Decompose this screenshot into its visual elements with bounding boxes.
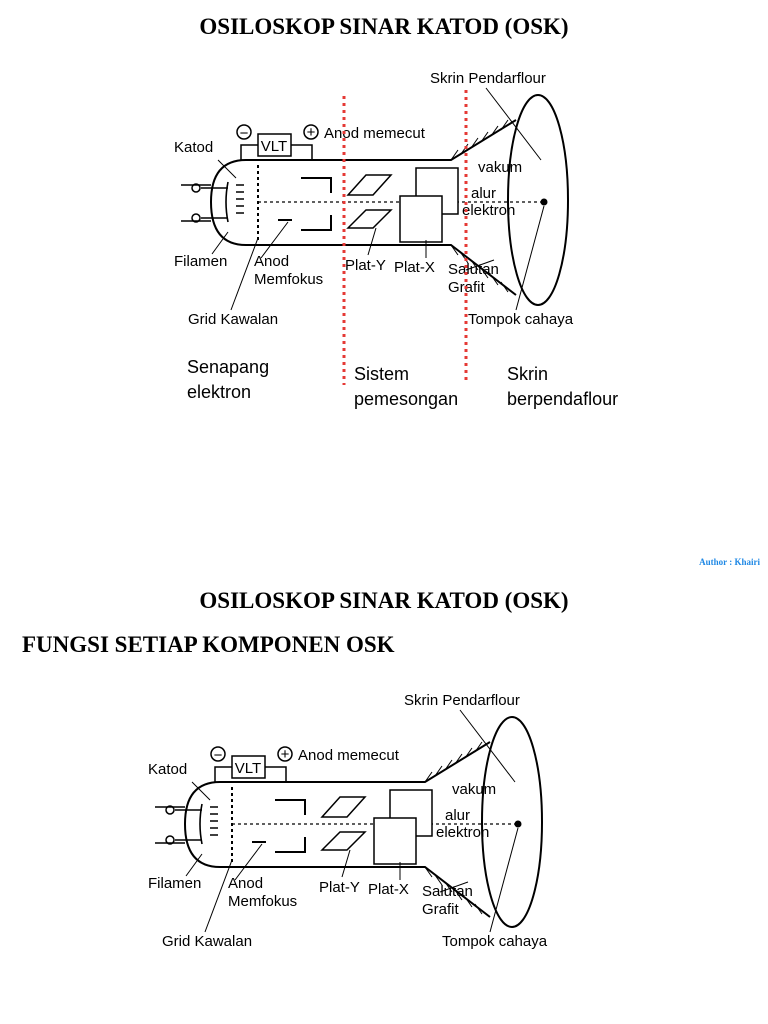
slide-1: OSILOSKOP SINAR KATOD (OSK) <box>174 14 760 567</box>
slide-2: OSILOSKOP SINAR KATOD (OSK) FUNGSI SETIA… <box>0 512 768 1024</box>
label-filament: Filamen <box>174 253 227 270</box>
screen <box>507 94 569 306</box>
region-label-line: pemesongan <box>354 389 459 409</box>
region-screen: Skrin berpendaflour <box>507 362 618 412</box>
label-minus: − <box>214 747 223 764</box>
label-focusing: Memfokus <box>228 893 297 910</box>
label-plate-x: Plat-X <box>394 259 435 276</box>
region-electron-gun: Senapang elektron <box>187 355 269 405</box>
label-light-spot: Tompok cahaya <box>442 933 548 950</box>
label-beam-2: elektron <box>462 202 515 219</box>
label-anode: Anod <box>228 875 263 892</box>
label-filament: Filamen <box>148 875 201 892</box>
x-plates-front <box>399 195 443 243</box>
label-cathode: Katod <box>148 761 187 778</box>
label-focusing: Memfokus <box>254 271 323 288</box>
slide-title: OSILOSKOP SINAR KATOD (OSK) <box>199 14 569 39</box>
label-plus: + <box>307 124 316 141</box>
label-control-grid: Grid Kawalan <box>188 311 278 328</box>
author-note: Author : Khairi <box>699 557 760 567</box>
crt-diagram: Skrin Pendarflour Katod − VLT + Anod mem… <box>148 692 548 950</box>
filament <box>201 181 244 223</box>
label-plate-x: Plat-X <box>368 881 409 898</box>
label-beam-1: alur <box>445 807 470 824</box>
label-vlt: VLT <box>261 138 287 155</box>
label-minus: − <box>240 125 249 142</box>
label-screen: Skrin Pendarflour <box>404 692 520 709</box>
label-accelerating-anode: Anod memecut <box>324 125 426 142</box>
label-plate-y: Plat-Y <box>319 879 360 896</box>
region-deflection: Sistem pemesongan <box>354 362 458 412</box>
label-beam-1: alur <box>471 185 496 202</box>
vlt-box <box>257 133 292 157</box>
label-anode: Anod <box>254 253 289 270</box>
region-label-line: berpendaflour <box>507 389 619 409</box>
slide-title: OSILOSKOP SINAR KATOD (OSK) <box>199 588 569 613</box>
label-light-spot: Tompok cahaya <box>468 311 574 328</box>
crt-diagram: Skrin Pendarflour Katod − VLT + Anod mem… <box>174 70 574 385</box>
label-screen: Skrin Pendarflour <box>430 70 546 87</box>
region-label-line: Skrin <box>507 364 549 384</box>
accelerating-anode <box>301 177 332 231</box>
light-spot <box>540 198 548 206</box>
label-coating: Salutan <box>448 261 499 278</box>
region-label-line: elektron <box>187 382 252 402</box>
label-accelerating-anode: Anod memecut <box>298 747 400 764</box>
label-vacuum: vakum <box>478 159 522 176</box>
region-label-line: Senapang <box>187 357 270 377</box>
label-beam-2: elektron <box>436 824 489 841</box>
label-control-grid: Grid Kawalan <box>162 933 252 950</box>
section-heading: FUNGSI SETIAP KOMPONEN OSK <box>22 632 395 657</box>
label-vlt: VLT <box>235 760 261 777</box>
y-plates <box>346 174 393 229</box>
label-plate-y: Plat-Y <box>345 257 386 274</box>
label-graphite: Grafit <box>422 901 460 918</box>
label-coating: Salutan <box>422 883 473 900</box>
label-plus: + <box>281 746 290 763</box>
region-label-line: Sistem <box>354 364 410 384</box>
label-cathode: Katod <box>174 139 213 156</box>
label-vacuum: vakum <box>452 781 496 798</box>
